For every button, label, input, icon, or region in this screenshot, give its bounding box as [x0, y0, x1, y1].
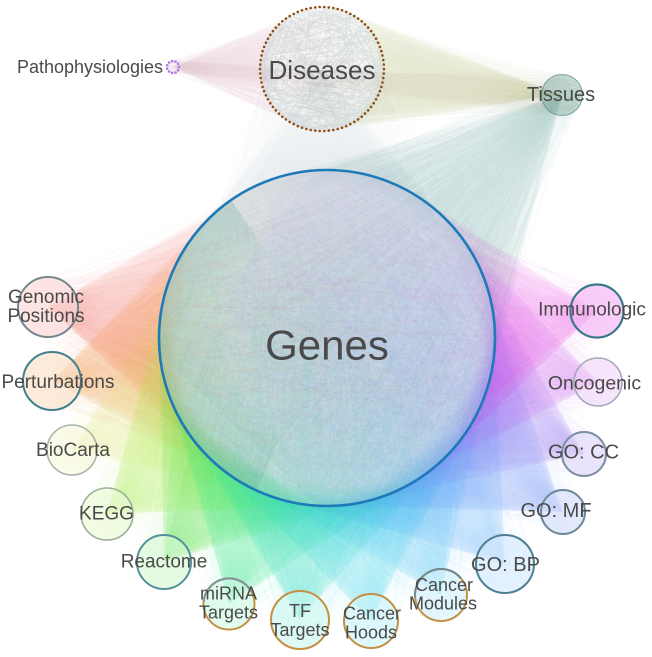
svg-text:Targets: Targets: [270, 620, 329, 640]
svg-text:Modules: Modules: [409, 594, 477, 614]
svg-text:Perturbations: Perturbations: [1, 372, 114, 393]
svg-text:BioCarta: BioCarta: [36, 440, 110, 461]
svg-text:Oncogenic: Oncogenic: [548, 373, 641, 395]
svg-text:KEGG: KEGG: [79, 504, 134, 525]
svg-text:Cancer: Cancer: [343, 604, 401, 624]
svg-text:miRNA: miRNA: [200, 584, 257, 604]
svg-text:TF: TF: [289, 601, 311, 621]
svg-text:Tissues: Tissues: [527, 84, 595, 106]
svg-text:Genes: Genes: [265, 322, 389, 369]
svg-text:GO: MF: GO: MF: [520, 500, 591, 522]
svg-text:GO: BP: GO: BP: [471, 554, 540, 576]
svg-text:GO: CC: GO: CC: [548, 442, 619, 464]
svg-text:Hoods: Hoods: [345, 623, 397, 643]
svg-text:Immunologic: Immunologic: [538, 300, 646, 321]
svg-text:Targets: Targets: [199, 603, 258, 623]
svg-text:Diseases: Diseases: [269, 55, 376, 85]
svg-text:Pathophysiologies: Pathophysiologies: [17, 57, 163, 77]
svg-text:Reactome: Reactome: [121, 552, 208, 573]
svg-text:Genomic: Genomic: [8, 287, 84, 308]
svg-text:Positions: Positions: [7, 306, 84, 327]
svg-text:Cancer: Cancer: [415, 575, 473, 595]
